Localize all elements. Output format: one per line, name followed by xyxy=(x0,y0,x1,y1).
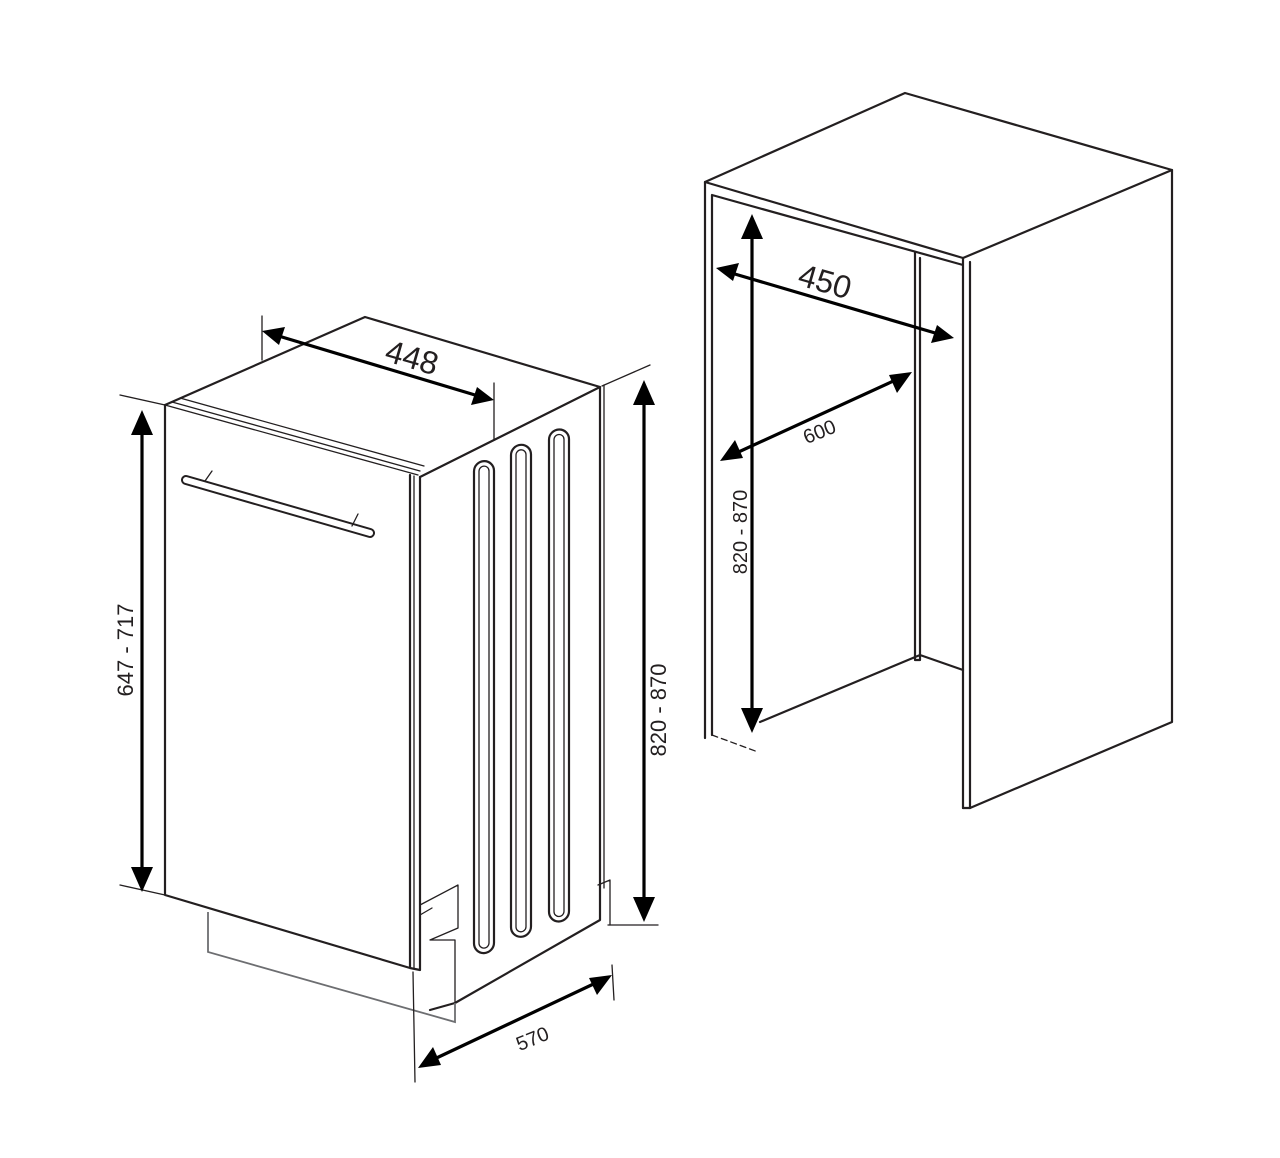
door-top-edge xyxy=(164,397,425,476)
cabinet-right-side xyxy=(961,168,1174,810)
dim-820-870-niche-label: 820 - 870 xyxy=(730,490,752,575)
dimension-600: 600 xyxy=(720,372,912,461)
dim-820-870-appliance-label: 820 - 870 xyxy=(646,664,671,757)
base-feet xyxy=(419,879,611,1004)
dim-448-label: 448 xyxy=(381,333,442,382)
dishwasher xyxy=(163,315,611,1024)
dimension-820-870-appliance: 820 - 870 xyxy=(633,380,671,922)
door-handle xyxy=(181,470,375,538)
cabinet-front-frame xyxy=(703,180,972,810)
floor-dashed-line xyxy=(711,734,759,753)
dimension-820-870-niche: 820 - 870 xyxy=(730,214,763,733)
door-panel xyxy=(163,403,422,972)
niche-cabinet xyxy=(703,91,1174,810)
cabinet-inner-panel xyxy=(758,251,965,724)
cabinet-top xyxy=(703,91,1174,260)
side-panel xyxy=(428,385,602,1012)
dishwasher-extension-lines xyxy=(119,315,659,1083)
dimension-448: 448 xyxy=(262,327,494,405)
dimension-570: 570 xyxy=(418,975,612,1068)
side-ribs xyxy=(472,428,571,955)
plinth xyxy=(207,912,456,1024)
dim-647-717-label: 647 - 717 xyxy=(113,604,138,697)
dishwasher-top xyxy=(163,315,602,479)
dim-450-label: 450 xyxy=(794,257,855,306)
dimension-647-717: 647 - 717 xyxy=(113,410,153,892)
dim-570-label: 570 xyxy=(513,1023,552,1056)
